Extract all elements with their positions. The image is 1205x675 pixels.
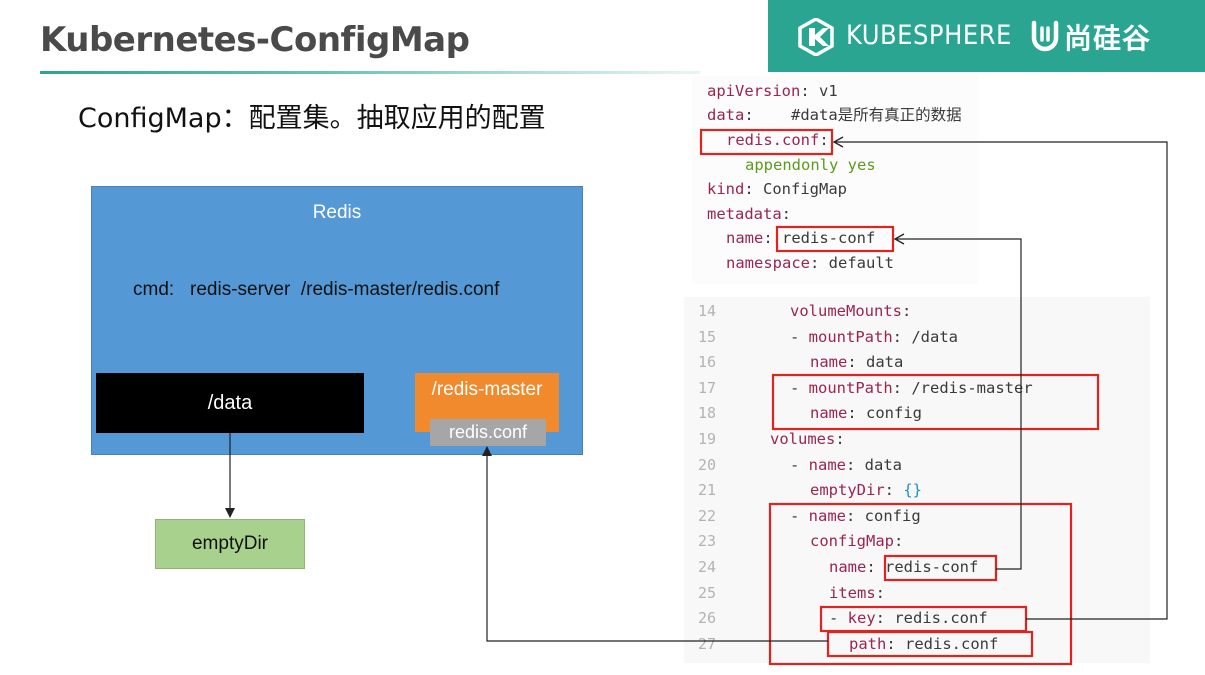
line-number: 17 xyxy=(698,379,717,397)
yaml-line: volumeMounts: xyxy=(790,302,912,320)
yaml-line-appendonly: appendonly yes xyxy=(745,156,876,174)
configmap-yaml-panel: apiVersion: v1 data: #data是所有真正的数据 redis… xyxy=(692,76,978,284)
redis-label: Redis xyxy=(312,202,362,223)
title-underline xyxy=(40,71,700,74)
redis-cmd-text: cmd: redis-server /redis-master/redis.co… xyxy=(133,279,500,300)
brand-banner: KUBESPHERE 尚硅谷 xyxy=(768,0,1205,72)
kubesphere-logo-icon xyxy=(798,18,834,56)
yaml-line: configMap: xyxy=(810,532,904,550)
yaml-line: name: data xyxy=(810,353,904,371)
line-number: 26 xyxy=(698,609,717,627)
line-number: 16 xyxy=(698,353,717,371)
yaml-line: name: config xyxy=(810,404,922,422)
brand-chinese-name: 尚硅谷 xyxy=(1064,22,1152,55)
line-number: 22 xyxy=(698,507,717,525)
yaml-line: - name: data xyxy=(790,456,902,474)
line-number: 23 xyxy=(698,532,717,550)
line-number: 21 xyxy=(698,481,717,499)
yaml-line: name: redis-conf xyxy=(829,558,979,576)
yaml-line: emptyDir: {} xyxy=(810,481,922,499)
yaml-line-apiversion: apiVersion: v1 xyxy=(707,82,838,100)
yaml-line: items: xyxy=(829,584,886,602)
yaml-line-name: name: redis-conf xyxy=(726,229,876,247)
redis-master-label: /redis-master xyxy=(431,379,543,400)
yaml-line-redis-conf: redis.conf: xyxy=(726,131,829,149)
yaml-line: - name: config xyxy=(790,507,921,525)
yaml-line: volumes: xyxy=(770,430,845,448)
line-number: 27 xyxy=(698,635,717,653)
yaml-line: - mountPath: /data xyxy=(790,328,959,346)
line-number: 24 xyxy=(698,558,717,576)
page-title: Kubernetes-ConfigMap xyxy=(40,20,470,60)
pod-yaml-panel: 14 volumeMounts: 15 - mountPath: /data 1… xyxy=(684,297,1150,663)
line-number: 15 xyxy=(698,328,717,346)
line-number: 25 xyxy=(698,584,717,602)
emptydir-box: emptyDir xyxy=(155,519,305,569)
yaml-line-kind: kind: ConfigMap xyxy=(707,180,847,198)
yaml-line: - mountPath: /redis-master xyxy=(790,379,1033,397)
yaml-line: path: redis.conf xyxy=(849,635,999,653)
yaml-line-metadata: metadata: xyxy=(707,205,791,223)
line-number: 19 xyxy=(698,430,717,448)
line-number: 18 xyxy=(698,404,717,422)
yaml-line-data: data: #data是所有真正的数据 xyxy=(707,106,962,124)
redis-conf-file-box: redis.conf xyxy=(430,419,546,446)
slide-subtitle: ConfigMap：配置集。抽取应用的配置 xyxy=(78,103,546,134)
data-mount-box: /data xyxy=(96,373,364,433)
yaml-line-namespace: namespace: default xyxy=(726,254,894,272)
yaml-line: - key: redis.conf xyxy=(829,609,988,627)
line-number: 14 xyxy=(698,302,717,320)
brand-name: KUBESPHERE xyxy=(846,20,1012,51)
line-number: 20 xyxy=(698,456,717,474)
atguigu-logo-icon xyxy=(1031,20,1059,52)
